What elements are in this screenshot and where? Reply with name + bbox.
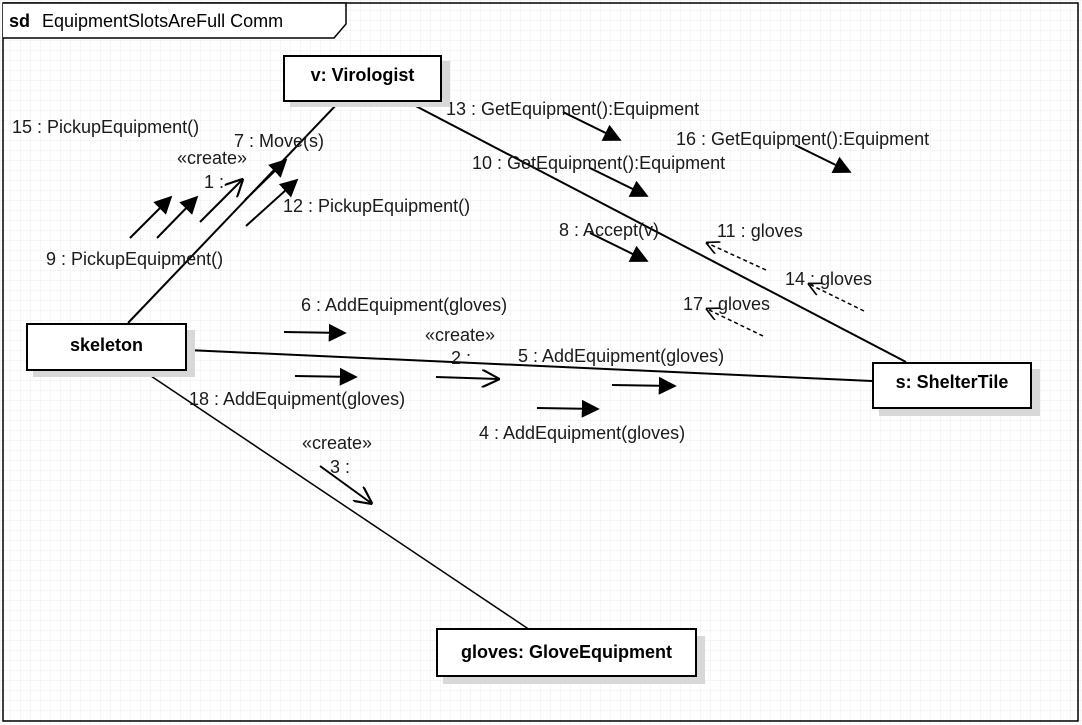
label-m3-stereotype: «create»: [302, 433, 372, 453]
label-m17: 17 : gloves: [683, 294, 770, 314]
object-gloves-label: gloves: GloveEquipment: [461, 642, 672, 662]
link-virologist-shelter: [409, 102, 907, 363]
arrow-m17: [707, 309, 764, 337]
frame-keyword: sd: [9, 11, 30, 31]
arrow-m7: [244, 158, 288, 201]
arrow-m9: [129, 195, 173, 239]
arrow-m5: [611, 376, 677, 395]
arrow-m13: [562, 111, 622, 141]
label-m14: 14 : gloves: [785, 269, 872, 289]
arrow-m2: [435, 377, 498, 379]
link-skeleton-shelter: [186, 349, 873, 382]
arrow-m12: [245, 178, 299, 227]
arrow-m3: [319, 465, 371, 503]
object-shelter-tile[interactable]: s: ShelterTile: [872, 362, 1040, 416]
label-m10: 10 : GetEquipment():Equipment: [472, 153, 725, 173]
arrow-m1: [199, 180, 242, 223]
arrow-m16: [794, 144, 852, 173]
label-m7: 7 : Move(s): [234, 131, 324, 151]
object-shelter-tile-label: s: ShelterTile: [896, 372, 1009, 392]
arrow-m4: [536, 399, 600, 418]
label-m1-stereotype: «create»: [177, 148, 247, 168]
label-m4: 4 : AddEquipment(gloves): [479, 423, 685, 443]
arrow-m14: [809, 284, 865, 312]
arrow-m10: [589, 167, 649, 197]
arrow-m11: [707, 243, 767, 271]
label-m8: 8 : Accept(v): [559, 220, 659, 240]
label-m2: 2 :: [451, 348, 471, 368]
label-m15: 15 : PickupEquipment(): [12, 117, 199, 137]
arrow-m15: [156, 195, 199, 239]
arrow-m18: [294, 367, 358, 386]
label-m13: 13 : GetEquipment():Equipment: [446, 99, 699, 119]
label-m9: 9 : PickupEquipment(): [46, 249, 223, 269]
link-skeleton-gloves: [144, 371, 531, 631]
label-m12: 12 : PickupEquipment(): [283, 196, 470, 216]
arrow-m8: [589, 232, 649, 262]
label-m1: 1 :: [204, 172, 224, 192]
label-m3: 3 :: [330, 457, 350, 477]
object-skeleton-label: skeleton: [70, 335, 143, 355]
frame-tag: [3, 2, 347, 39]
object-gloves[interactable]: gloves: GloveEquipment: [436, 628, 705, 684]
label-m16: 16 : GetEquipment():Equipment: [676, 129, 929, 149]
label-m2-stereotype: «create»: [425, 325, 495, 345]
arrow-m6: [283, 323, 347, 342]
label-m18: 18 : AddEquipment(gloves): [189, 389, 405, 409]
label-m6: 6 : AddEquipment(gloves): [301, 295, 507, 315]
label-m5: 5 : AddEquipment(gloves): [518, 346, 724, 366]
object-virologist[interactable]: v: Virologist: [283, 55, 450, 107]
object-virologist-label: v: Virologist: [311, 65, 415, 85]
label-m11: 11 : gloves: [717, 221, 803, 241]
link-skeleton-virologist: [127, 102, 339, 324]
frame-title: EquipmentSlotsAreFull Comm: [42, 11, 283, 31]
object-skeleton[interactable]: skeleton: [26, 323, 195, 377]
